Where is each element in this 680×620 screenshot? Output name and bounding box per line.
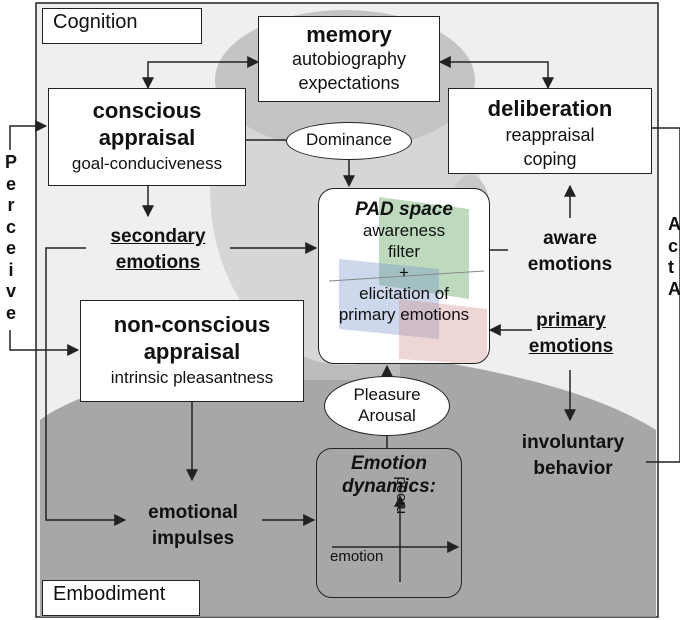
involuntary-behavior-label: involuntary behavior <box>500 430 646 482</box>
perceive-letter-2: e <box>5 173 16 194</box>
act-label: A c t A <box>668 214 680 300</box>
emotional-impulses-label: emotional impulses <box>124 500 262 552</box>
conscious-appraisal-title-2: appraisal <box>98 125 196 150</box>
emotion-dynamics-box <box>316 448 462 598</box>
shoulders-silhouette <box>40 360 656 617</box>
conscious-appraisal-box: conscious appraisal goal-conduciveness <box>48 88 246 186</box>
pad-space-title: PAD space <box>355 199 453 220</box>
aware-emotions-label: aware emotions <box>508 226 632 278</box>
arousal-label: Arousal <box>358 406 416 425</box>
perceive-letter-1: P <box>4 152 17 172</box>
perceive-letter-7: v <box>5 281 16 301</box>
act-letter-3: t <box>668 257 674 277</box>
arrow-memory-conscious <box>142 56 260 90</box>
act-letter-1: A <box>668 214 680 234</box>
non-conscious-appraisal-box: non-conscious appraisal intrinsic pleasa… <box>80 300 304 402</box>
pleasure-arousal-ellipse: Pleasure Arousal <box>324 376 450 436</box>
pad-cube-graphic <box>328 197 487 363</box>
pleasure-label: Pleasure <box>353 385 421 404</box>
primary-emotions-line-2: emotions <box>528 336 614 357</box>
dominance-ellipse: Dominance <box>286 122 412 160</box>
act-letter-2: c <box>668 235 679 256</box>
pad-space-box: PAD space awareness filter + elicitation… <box>318 188 490 364</box>
non-conscious-subtitle: intrinsic pleasantness <box>110 368 274 387</box>
secondary-emotions-line-1: secondary <box>110 226 206 247</box>
emotional-impulses-line-2: impulses <box>151 528 235 549</box>
secondary-emotions-line-2: emotions <box>115 252 201 273</box>
perceive-letter-3: r <box>7 195 15 215</box>
perceive-label: P e r c e i v e <box>0 152 22 324</box>
aware-emotions-line-2: emotions <box>527 254 613 275</box>
cognition-label: Cognition <box>42 8 202 44</box>
arrow-memory-deliberation <box>438 56 554 90</box>
dominance-label: Dominance <box>306 130 392 149</box>
perceive-letter-5: e <box>5 238 16 258</box>
deliberation-box: deliberation reappraisal coping <box>448 88 652 174</box>
memory-line-2: expectations <box>298 73 400 93</box>
pad-line-filter: filter <box>387 242 421 261</box>
act-letter-4: A <box>668 278 680 299</box>
arrow-perceive-conscious <box>9 120 48 132</box>
primary-emotions-line-1: primary <box>536 310 606 331</box>
mood-axis-label: mood <box>392 476 409 514</box>
primary-emotions-label: primary emotions <box>512 308 630 360</box>
pad-line-plus: + <box>399 263 409 282</box>
pad-line-primary: primary emotions <box>338 305 470 324</box>
pad-line-elicitation: elicitation of <box>359 284 449 303</box>
secondary-emotions-label: secondary emotions <box>86 224 230 276</box>
emotion-dynamics-title-2: dynamics: <box>342 476 436 497</box>
perceive-letter-6: i <box>8 259 14 280</box>
non-conscious-title-2: appraisal <box>143 339 241 364</box>
conscious-appraisal-title-1: conscious <box>92 98 202 123</box>
non-conscious-title-1: non-conscious <box>113 312 271 337</box>
conscious-appraisal-subtitle: goal-conduciveness <box>71 154 223 173</box>
involuntary-line-2: behavior <box>533 458 613 479</box>
memory-line-1: autobiography <box>291 49 407 69</box>
deliberation-title: deliberation <box>487 96 613 121</box>
pad-line-awareness: awareness <box>362 221 446 240</box>
embodiment-label: Embodiment <box>42 580 200 616</box>
arrow-secondary-impulses <box>45 247 127 526</box>
deliberation-line-2: coping <box>523 149 577 169</box>
perceive-letter-8: e <box>5 302 16 323</box>
arrow-perceive-nonconscious <box>9 330 80 356</box>
emotion-dynamics-title: Emotion dynamics: <box>316 452 462 498</box>
memory-box: memory autobiography expectations <box>258 16 440 102</box>
aware-emotions-line-1: aware <box>543 228 597 249</box>
emotion-dynamics-title-1: Emotion <box>351 453 427 474</box>
emotional-impulses-line-1: emotional <box>148 502 238 523</box>
involuntary-line-1: involuntary <box>521 432 625 453</box>
perceive-letter-4: c <box>5 216 16 237</box>
deliberation-line-1: reappraisal <box>505 125 595 145</box>
memory-title: memory <box>306 22 392 47</box>
emotion-axis-label: emotion <box>330 548 384 565</box>
